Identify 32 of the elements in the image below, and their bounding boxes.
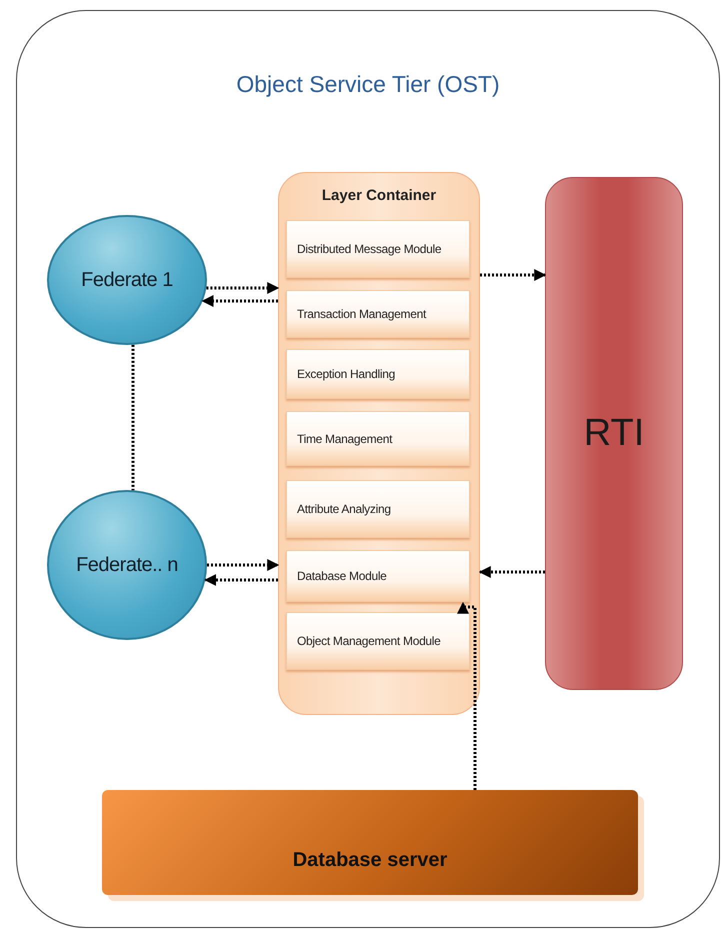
arrow	[204, 574, 278, 586]
node-label: Distributed Message Module	[297, 241, 442, 258]
node-label: Object Management Module	[297, 633, 441, 650]
connector-line	[132, 344, 134, 490]
arrow	[457, 602, 476, 790]
module-box	[286, 411, 470, 466]
arrow	[480, 269, 546, 281]
node-label: Database server	[292, 848, 448, 873]
arrow	[207, 559, 280, 571]
node-label: Federate 1	[81, 268, 173, 293]
node-label: Object Service Tier (OST)	[235, 70, 501, 99]
node-label: Transaction Management	[297, 306, 426, 323]
node-label: Database Module	[297, 568, 387, 585]
module-box	[286, 612, 470, 670]
arrow	[206, 282, 280, 294]
node-label: Federate.. n	[76, 553, 178, 578]
module-box	[286, 290, 470, 338]
node-label: RTI	[584, 411, 644, 456]
module-box	[286, 220, 470, 278]
rti-block	[545, 177, 683, 690]
module-box	[286, 349, 470, 399]
node-label: Exception Handling	[297, 366, 396, 383]
server-bar	[102, 790, 638, 895]
module-box	[286, 550, 470, 602]
node-label: Time Management	[297, 430, 392, 448]
node-label: Layer Container	[320, 186, 438, 206]
node-label: Attribute Analyzing	[297, 501, 391, 518]
module-box	[286, 480, 470, 538]
tier-panel	[16, 10, 720, 928]
arrow	[202, 295, 278, 307]
layer-container	[278, 172, 480, 715]
arrow	[478, 566, 545, 578]
